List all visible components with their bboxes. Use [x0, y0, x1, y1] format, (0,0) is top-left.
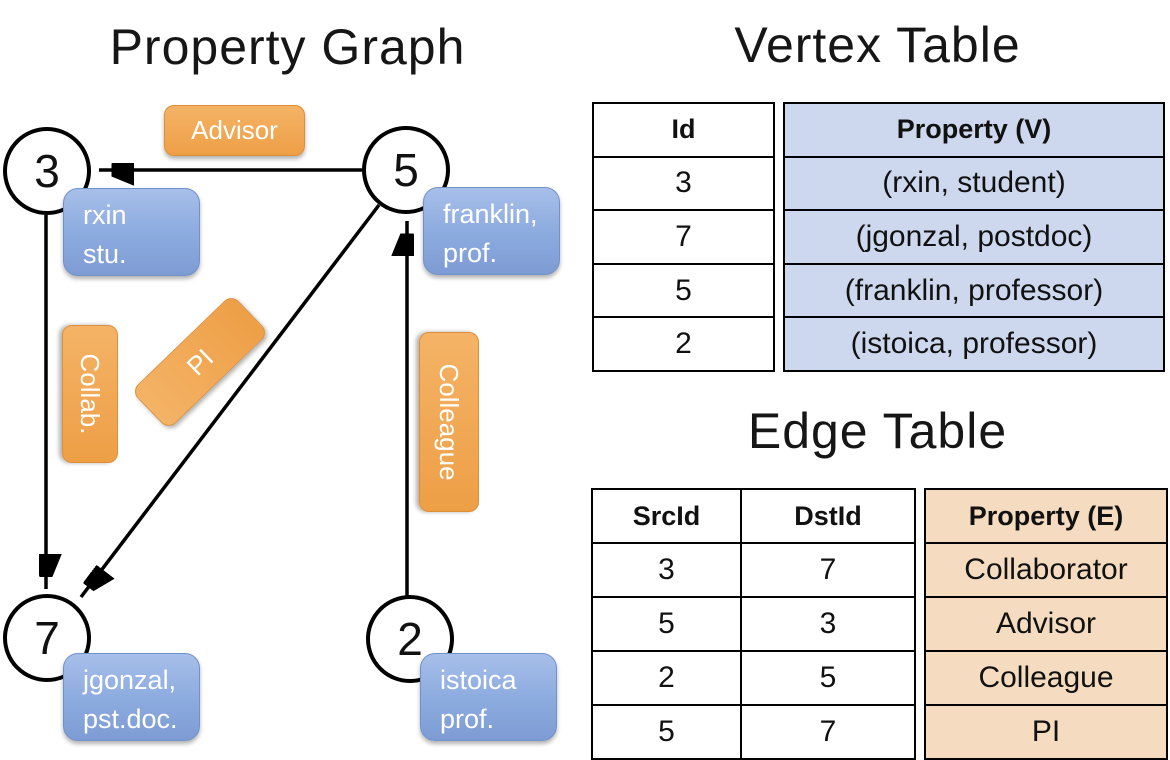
edge-table-id-columns: SrcId DstId 3 7 5 3 2 5 5 7 — [591, 488, 916, 760]
vertex-property-line: jgonzal, — [83, 665, 177, 695]
vertex-property-line: prof. — [440, 704, 495, 735]
edge-table-src-cell: 2 — [593, 652, 742, 704]
edge-table-dst-cell: 7 — [819, 553, 837, 586]
edge-table-dst-cell: 5 — [819, 661, 837, 694]
edge-table: SrcId DstId 3 7 5 3 2 5 5 7 Property (E)… — [591, 488, 1168, 760]
graph-node-5: 5 — [362, 126, 450, 214]
vertex-table-property-cell: (rxin, student) — [882, 166, 1066, 200]
edge-table-header-dstid: DstId — [794, 500, 862, 531]
edge-table-property-cell: PI — [1031, 715, 1061, 748]
vertex-table-property-column: Property (V) (rxin, student) (jgonzal, p… — [783, 102, 1165, 372]
vertex-property-line: stu. — [83, 239, 127, 270]
edge-table-column-gap — [916, 488, 924, 760]
edge-table-property-cell: Collaborator — [964, 553, 1128, 586]
vertex-table-column-gap — [775, 102, 783, 372]
edge-table-property-column: Property (E) Collaborator Advisor Collea… — [924, 488, 1168, 760]
vertex-table-property-cell: (jgonzal, postdoc) — [855, 219, 1093, 253]
vertex-property-line: franklin, — [443, 199, 538, 229]
node-id-label: 5 — [393, 144, 419, 196]
vertex-table-header-id: Id — [671, 114, 696, 145]
node-id-label: 7 — [34, 612, 60, 664]
vertex-table-property-cell: (franklin, professor) — [844, 273, 1104, 307]
edge-table-src-cell: 3 — [593, 544, 742, 596]
vertex-table-title: Vertex Table — [734, 17, 1021, 73]
vertex-property-card-franklin: franklin, prof. — [423, 187, 560, 275]
graph-edges-canvas — [0, 0, 585, 599]
edge-table-header-srcid: SrcId — [593, 490, 742, 542]
vertex-property-card-istoica: istoica prof. — [420, 653, 557, 741]
edge-arrow-5-to-7-pi — [79, 203, 381, 599]
edge-table-header-property: Property (E) — [968, 500, 1124, 531]
node-id-label: 2 — [397, 613, 423, 665]
vertex-property-line: istoica — [440, 665, 517, 695]
edge-table-property-cell: Colleague — [978, 661, 1114, 694]
edge-table-dst-cell: 7 — [819, 715, 837, 748]
vertex-table-id-cell: 2 — [675, 327, 692, 361]
edge-table-src-cell: 5 — [593, 706, 742, 758]
node-id-label: 3 — [34, 145, 60, 197]
vertex-property-line: prof. — [443, 238, 498, 269]
edge-label-colleague: Colleague — [419, 332, 479, 512]
vertex-property-card-jgonzal: jgonzal, pst.doc. — [63, 653, 200, 741]
vertex-property-line: pst.doc. — [83, 704, 178, 735]
edge-table-property-cell: Advisor — [995, 607, 1097, 640]
edge-label-advisor: Advisor — [164, 105, 305, 156]
vertex-table-header-property: Property (V) — [896, 114, 1052, 145]
vertex-table-id-cell: 5 — [675, 273, 692, 307]
edge-table-src-cell: 5 — [593, 598, 742, 650]
vertex-property-line: rxin — [83, 200, 127, 230]
edge-table-title: Edge Table — [747, 403, 1008, 459]
vertex-table-id-column: Id 3 7 5 2 — [592, 102, 775, 372]
property-graph-title: Property Graph — [109, 19, 466, 75]
vertex-table-id-cell: 3 — [675, 166, 692, 200]
vertex-table-id-cell: 7 — [675, 219, 692, 253]
edge-label-collab: Collab. — [62, 325, 118, 463]
graph-node-2: 2 — [366, 595, 454, 683]
vertex-table-property-cell: (istoica, professor) — [850, 327, 1098, 361]
vertex-table: Id 3 7 5 2 Property (V) (rxin, student) … — [592, 102, 1165, 372]
vertex-property-card-rxin: rxin stu. — [63, 188, 200, 276]
edge-table-dst-cell: 3 — [819, 607, 837, 640]
